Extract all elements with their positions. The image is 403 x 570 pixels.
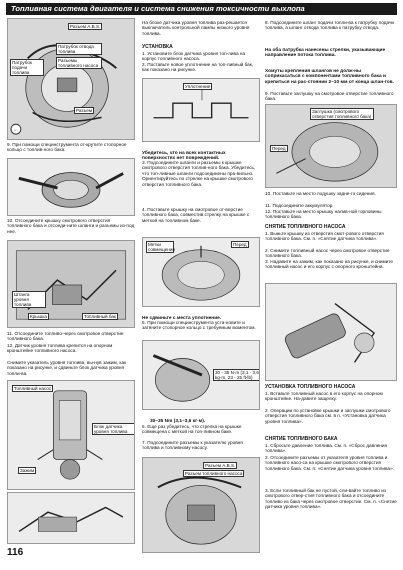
label-gauge-block: Блок датчика уровня топлива [92, 423, 134, 435]
step-12-col1: 12. Датчик уровня топлива крепится на оп… [7, 343, 113, 354]
label-supply-pipe: Патрубок подачи топлива [10, 59, 44, 76]
install-heading: УСТАНОВКА [142, 44, 173, 50]
svg-text:←: ← [13, 128, 18, 133]
install-step-1: 1. Установите блок датчика уровня топ-ли… [142, 51, 246, 62]
fig-alignment-marks: Метки совмещения Перед [142, 237, 260, 307]
illustration-bottom-connectors [157, 476, 242, 545]
fig-connectors-bottom: Разъем A.B.S. Разъем топливного насоса [142, 457, 260, 553]
label-abs-connector-2: Разъем A.B.S. [203, 462, 238, 469]
step-8-col3: 8. Подсоедините шланг подачи топли-ва к … [265, 20, 395, 31]
remove-pump-step-3: 3. Надавите на зажим, как показано на ри… [265, 259, 394, 270]
label-alignment-marks: Метки совмещения [146, 241, 175, 253]
step-10-col1: 10. Отсоедините крышку смотрового отверс… [7, 218, 135, 234]
label-clip: Зажим [18, 467, 37, 474]
label-front-2: Перед [270, 145, 288, 152]
remove-gauge-text: Снимите указатель уровня топлива, вы-нув… [7, 360, 127, 376]
label-fuel-tank: Топливный бак [82, 313, 118, 320]
clamp-note: Хомуты крепления шлангов не долж-ны сопр… [265, 68, 394, 85]
fig-lock-ring-tool [7, 158, 135, 216]
intro-text: На блоке датчика уровня топлива раз-реша… [142, 20, 250, 36]
illustration-plug [276, 122, 379, 182]
illustration-marks [161, 245, 241, 301]
step-9-col3: 9. Поставьте заглушку на смотровое отвер… [265, 91, 394, 102]
step-10-col3: 10. Поставьте на место подушку задне-го … [265, 191, 376, 196]
label-front: Перед [231, 241, 249, 248]
seal-note: Убедитесь, что на всех контактных поверх… [142, 150, 226, 162]
install-pump-heading: УСТАНОВКА ТОПЛИВНОГО НАСОСА [265, 384, 356, 390]
remove-tank-heading: СНЯТИЕ ТОПЛИВНОГО БАКА [265, 436, 338, 442]
label-fuel-pump: Топливный насос [12, 385, 54, 392]
install-step-4: 4. Поставьте крышку на смотровое от-верс… [142, 207, 250, 223]
tank-step-3: 3. Если топливный бак не пустой, сли-вай… [265, 488, 397, 510]
label-pump-connector: Разъем топливного насоса [183, 470, 245, 477]
tank-step-1: 1. Сбросьте давление топлива. См. п. «Сб… [265, 443, 388, 454]
install-step-2: 2. Поставьте новое уплотнение на топ-лив… [142, 62, 254, 73]
illustration-pump [37, 390, 103, 480]
label-torque-spec: 30 - 35 N·m (3,1 - 3,6 kg·m, 23 - 25 ft-… [213, 369, 259, 381]
remove-pump-heading: СНЯТИЕ ТОПЛИВНОГО НАСОСА [265, 224, 346, 230]
illustration-pump-removal [284, 303, 376, 363]
step-9-col1: 9. При помощи специнструмента от-крутите… [7, 142, 127, 153]
illustration-connectors: ← [10, 44, 117, 135]
install-step-6: 6. Еще раз убедитесь, что стрелка на кры… [142, 424, 242, 435]
pump-install-step-1: 1. Вставьте топливный насос в его корпус… [265, 391, 383, 402]
label-connector: Разъем [74, 107, 95, 114]
label-abs-connector: Разъем A.B.S. [68, 23, 103, 30]
fig-sending-unit [7, 492, 135, 544]
label-pump-connectors: Разъемы топливного насоса [56, 57, 102, 69]
fig-inspection-plug: Заглушка (смотрового отверстия топливног… [265, 104, 397, 188]
label-cover: Крышка [28, 313, 49, 320]
torque-caption: 30–35 Nm (3,1–3,6 кг·м). [150, 418, 206, 424]
pump-install-step-2: 2. Операции по установке крышки и заглуш… [265, 408, 391, 424]
install-step-5: 5. При помощи специнструмента уста-новит… [142, 320, 256, 331]
remove-pump-step-1: 1. Выньте крышку из отверстия смот-ровог… [265, 231, 384, 242]
fig-fuel-tank-connectors: ← Разъем A.B.S. Патрубок отвода топлива … [7, 18, 135, 140]
label-gauge-rod: Штанга уровня топлива [12, 291, 46, 308]
remove-pump-step-2: 2. Снимите топливный насос через смотров… [265, 248, 390, 259]
step-12-col3: 12. Поставьте на место крышку налив-ной … [265, 209, 382, 220]
label-seal: Уплотнение [183, 83, 213, 90]
step-11-col3: 11. Подсоедините аккумулятор. [265, 203, 334, 208]
fig-seal: Уплотнение [142, 78, 260, 142]
label-return-pipe: Патрубок отвода топлива [56, 43, 102, 55]
fig-torque: 30 - 35 N·m (3,1 - 3,6 kg·m, 23 - 25 ft-… [142, 340, 260, 410]
no-shift-note: Не сдвиньте с места уплотнение. [142, 315, 222, 321]
tank-step-2: 2. Отсоедините разъемы от указателя уров… [265, 455, 394, 471]
label-plug: Заглушка (смотрового отверстия топливног… [310, 108, 374, 120]
page-number: 116 [7, 547, 24, 558]
illustration-seal [153, 88, 249, 119]
hose-direction-note: На оба патрубка нанесены стрелки, указыв… [265, 47, 386, 59]
fig-fuel-pump-assembly: Топливный насос Блок датчика уровня топл… [7, 380, 135, 490]
fig-pump-removal [265, 283, 397, 381]
illustration-lock-ring [18, 172, 124, 208]
install-step-7: 7. Подсоедините разъемы к указателю уров… [142, 440, 243, 451]
illustration-torque [152, 354, 211, 402]
fig-fuel-level-gauge: Штанга уровня топлива Крышка Топливный б… [7, 240, 135, 328]
page-header: Топливная система двигателя и система сн… [6, 3, 397, 15]
illustration-sending-unit [18, 506, 124, 533]
install-step-3: 3. Подсоедините шланги и разъемы к крышк… [142, 160, 256, 187]
step-11-col1: 11. Отсоедините топливо-через смотровое … [7, 331, 124, 342]
